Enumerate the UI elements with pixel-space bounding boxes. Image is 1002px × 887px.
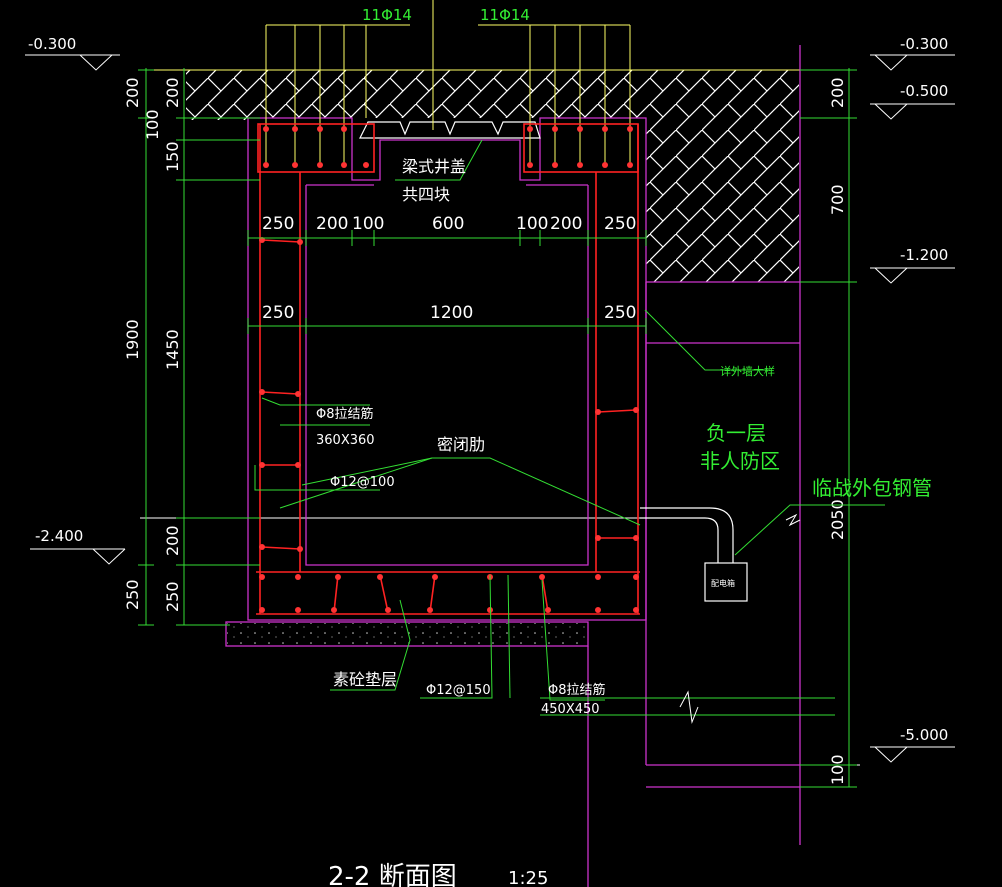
dimension-lines [138, 68, 857, 788]
dim-row2-2: 1200 [430, 303, 473, 323]
label-pipe: 临战外包钢管 [812, 476, 932, 500]
level-marker-top-right [874, 54, 908, 71]
dim-row1-5: 100 [516, 214, 548, 234]
label-zone: 非人防区 [700, 449, 780, 473]
dim-left-outer-3: 250 [123, 579, 142, 610]
soil-hatch [186, 70, 799, 282]
dim-row2-1: 250 [262, 303, 294, 323]
soil-hatch-top-mid [250, 70, 646, 118]
dim-row1-2: 200 [316, 214, 348, 234]
label-cover-count: 共四块 [402, 185, 450, 204]
dim-left-outer-1: 200 [123, 77, 142, 108]
break-marks [679, 513, 801, 724]
dim-left-outer-2: 1900 [123, 319, 142, 360]
label-seal-rib: 密闭肋 [437, 435, 485, 454]
bedding-fill [227, 623, 587, 645]
pipe [640, 507, 734, 563]
dim-right-1: 200 [828, 77, 847, 108]
dim-row1-1: 250 [262, 214, 294, 234]
label-floor: 负一层 [706, 421, 766, 445]
dim-left-inner-6: 250 [163, 581, 182, 612]
top-rebar-right-label: 11Φ14 [480, 6, 530, 24]
level-marker-top-left [79, 54, 113, 71]
level-right-3: -1.200 [900, 246, 948, 264]
label-bedding: 素砼垫层 [333, 670, 397, 689]
dim-left-inner-4: 1450 [163, 329, 182, 370]
drawing-title: 2-2 断面图 [328, 862, 457, 887]
label-bottom-bar: Φ12@150 [426, 683, 491, 698]
label-bottom-tie: Φ8拉结筋 [548, 682, 606, 698]
dim-left-inner-3: 150 [163, 141, 182, 172]
label-box: 配电箱 [711, 578, 735, 588]
soil-hatch-left [186, 70, 250, 120]
label-wall-bar: Φ12@100 [330, 475, 395, 490]
level-right-2: -0.500 [900, 82, 948, 100]
rebar-dots [259, 126, 639, 613]
label-cover: 梁式井盖 [402, 157, 466, 176]
dim-right-3: 2050 [828, 499, 847, 540]
level-marker-right-3 [874, 267, 908, 284]
level-marker-right-bottom [874, 746, 908, 763]
dim-right-4: 100 [828, 754, 847, 785]
level-top-right: -0.300 [900, 35, 948, 53]
level-marker-left-bottom [92, 548, 126, 565]
level-right-bottom: -5.000 [900, 726, 948, 744]
dim-row1-6: 200 [550, 214, 582, 234]
drawing-scale: 1:25 [508, 868, 548, 887]
top-rebar-lines [265, 0, 631, 165]
dim-row1-4: 600 [432, 214, 464, 234]
label-bottom-tie-spacing: 450X450 [541, 702, 600, 717]
concrete-outline [225, 45, 801, 887]
leaders [254, 139, 885, 716]
level-marker-right-2 [874, 103, 908, 120]
soil-hatch-right [646, 70, 799, 282]
label-tie-bar: Φ8拉结筋 [316, 406, 374, 422]
label-detail-ref: 详外墙大样 [720, 364, 775, 378]
dim-left-inner-5: 200 [163, 525, 182, 556]
label-tie-spacing: 360X360 [316, 433, 375, 448]
dim-row1-3: 100 [352, 214, 384, 234]
dim-right-2: 700 [828, 184, 847, 215]
well-cover [359, 121, 541, 139]
top-rebar-left-label: 11Φ14 [362, 6, 412, 24]
dim-row2-3: 250 [604, 303, 636, 323]
distribution-box [704, 562, 748, 602]
dim-left-inner-1: 200 [163, 77, 182, 108]
level-top-left: -0.300 [28, 35, 76, 53]
level-left-bottom: -2.400 [35, 527, 83, 545]
dim-left-inner-2: 100 [143, 109, 162, 140]
dim-row1-7: 250 [604, 214, 636, 234]
level-markers [79, 54, 908, 763]
